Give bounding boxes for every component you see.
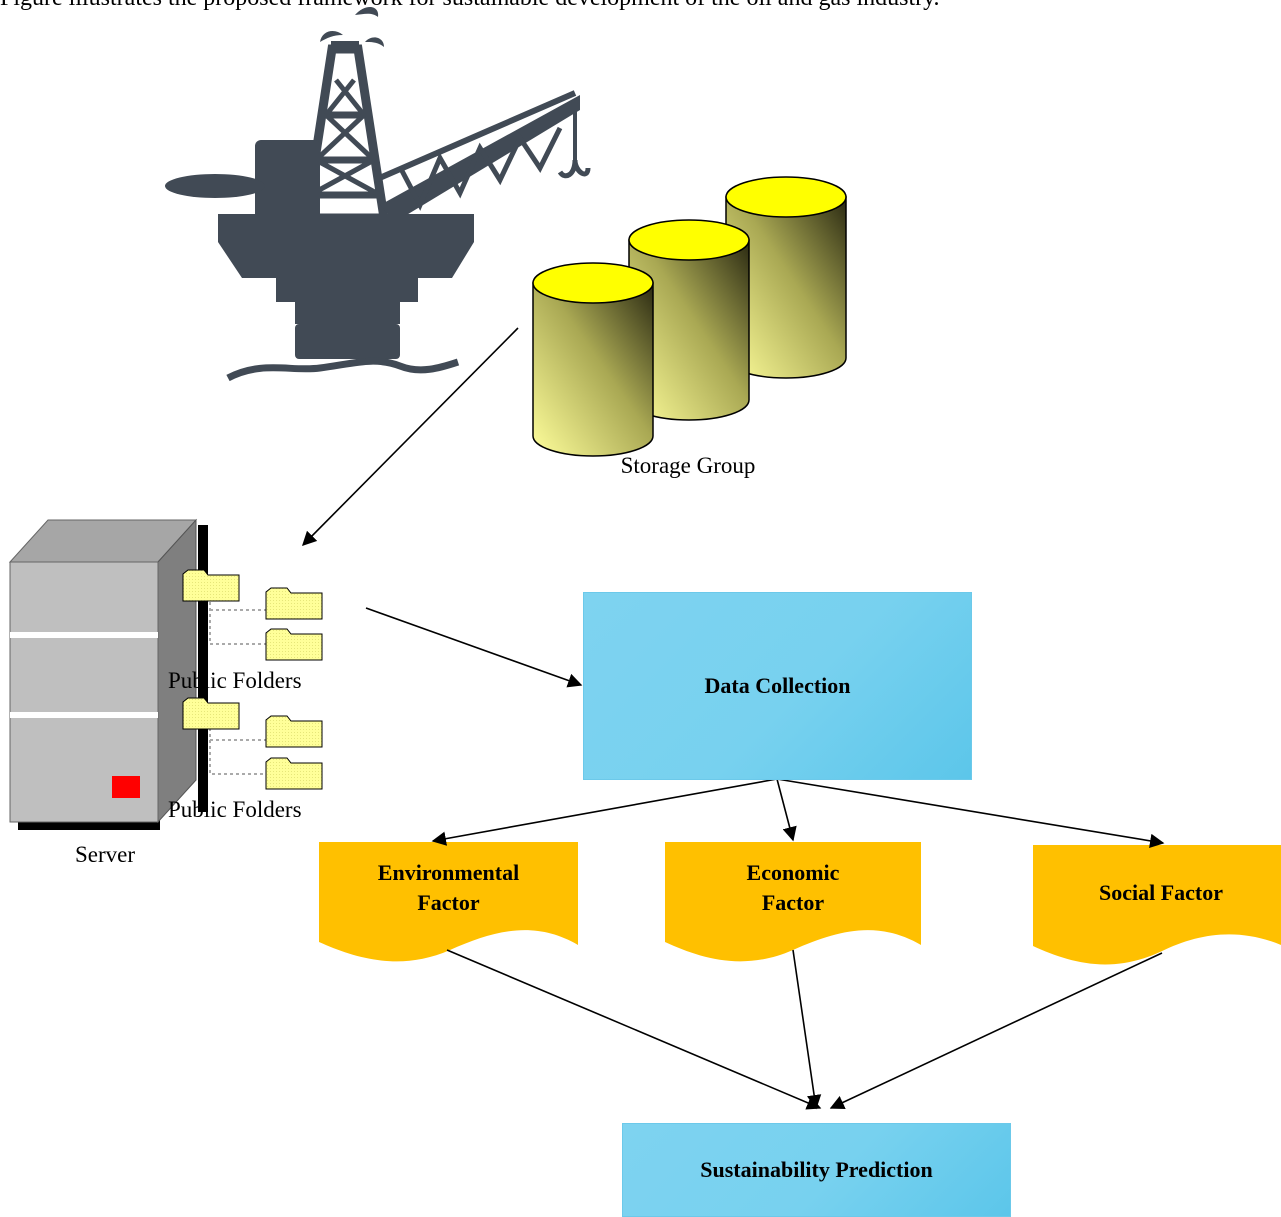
arrow-folders-to-data bbox=[365, 607, 583, 688]
server-label: Server bbox=[74, 842, 136, 867]
storage-group-icon bbox=[532, 176, 847, 457]
sustainability-prediction-box: Sustainability Prediction bbox=[622, 1123, 1011, 1217]
flow-arrows bbox=[301, 327, 1165, 1110]
data-collection-box: Data Collection bbox=[583, 592, 972, 780]
database-cylinder-icon bbox=[628, 219, 750, 421]
storage-group-label: Storage Group bbox=[620, 453, 756, 478]
social-factor-shape bbox=[1033, 845, 1281, 965]
database-cylinder-icon bbox=[532, 262, 654, 457]
arrow-data-to-environmental bbox=[431, 778, 778, 846]
folder-icon bbox=[265, 715, 323, 748]
sustainability-prediction-label: Sustainability Prediction bbox=[700, 1157, 933, 1182]
server-led bbox=[112, 776, 140, 798]
arrow-environmental-to-prediction bbox=[446, 949, 822, 1110]
folder-tree-2 bbox=[182, 697, 323, 790]
folder-tree-1 bbox=[182, 569, 323, 661]
arrow-data-to-social bbox=[776, 778, 1165, 848]
arrow-economic-to-prediction bbox=[792, 949, 822, 1110]
oil-platform-icon bbox=[165, 6, 591, 382]
folder-icon bbox=[182, 569, 240, 602]
data-collection-label: Data Collection bbox=[704, 673, 851, 698]
environmental-factor-shape bbox=[319, 842, 578, 962]
folder-icon bbox=[182, 697, 240, 730]
arrow-storage-to-server bbox=[301, 327, 519, 547]
arrow-data-to-economic bbox=[776, 778, 797, 842]
folder-icon bbox=[265, 628, 323, 661]
economic-factor-shape bbox=[665, 842, 921, 962]
environmental-factor-label: Environmental Factor bbox=[377, 860, 520, 915]
folder-icon bbox=[265, 587, 323, 620]
header-text: Figure illustrates the proposed framewor… bbox=[0, 0, 1281, 12]
folder-icon bbox=[265, 757, 323, 790]
economic-factor-label: Economic Factor bbox=[746, 860, 840, 915]
public-folders-label-1: Public Folders bbox=[168, 668, 302, 693]
database-cylinder-icon bbox=[725, 176, 847, 379]
arrow-social-to-prediction bbox=[829, 952, 1163, 1110]
public-folders-label-2: Public Folders bbox=[168, 797, 302, 822]
social-factor-label: Social Factor bbox=[1098, 880, 1224, 905]
